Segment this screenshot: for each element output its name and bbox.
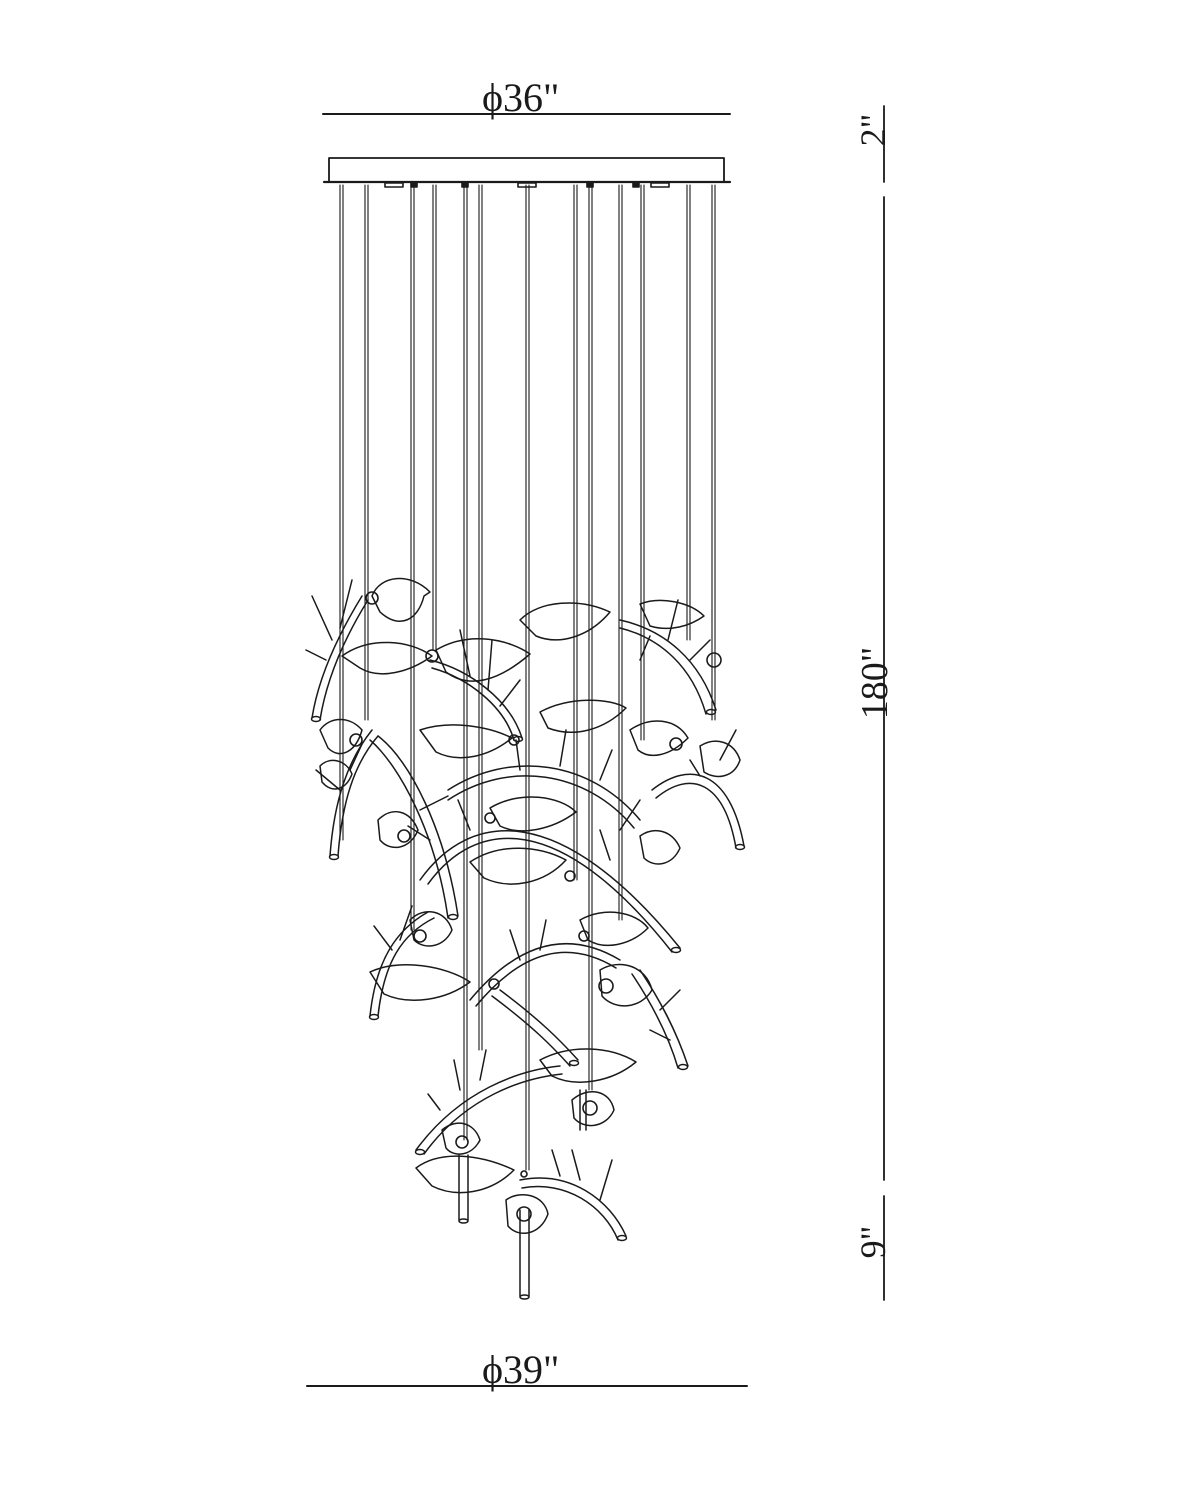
fixture-bottom-label: 9"	[853, 1225, 893, 1259]
bottom-diameter-label: ϕ39"	[482, 1347, 560, 1392]
overall-drop-label: 180"	[854, 646, 896, 720]
branch-end-caps	[310, 708, 746, 1242]
suspension-wires	[339, 184, 716, 1171]
branches	[305, 579, 745, 1300]
glass-leaf-shades	[319, 577, 741, 1235]
top-diameter-label: ϕ36"	[482, 75, 560, 120]
sockets	[349, 591, 722, 1222]
canopy	[322, 157, 732, 188]
canopy-height-label: 2"	[853, 113, 893, 147]
